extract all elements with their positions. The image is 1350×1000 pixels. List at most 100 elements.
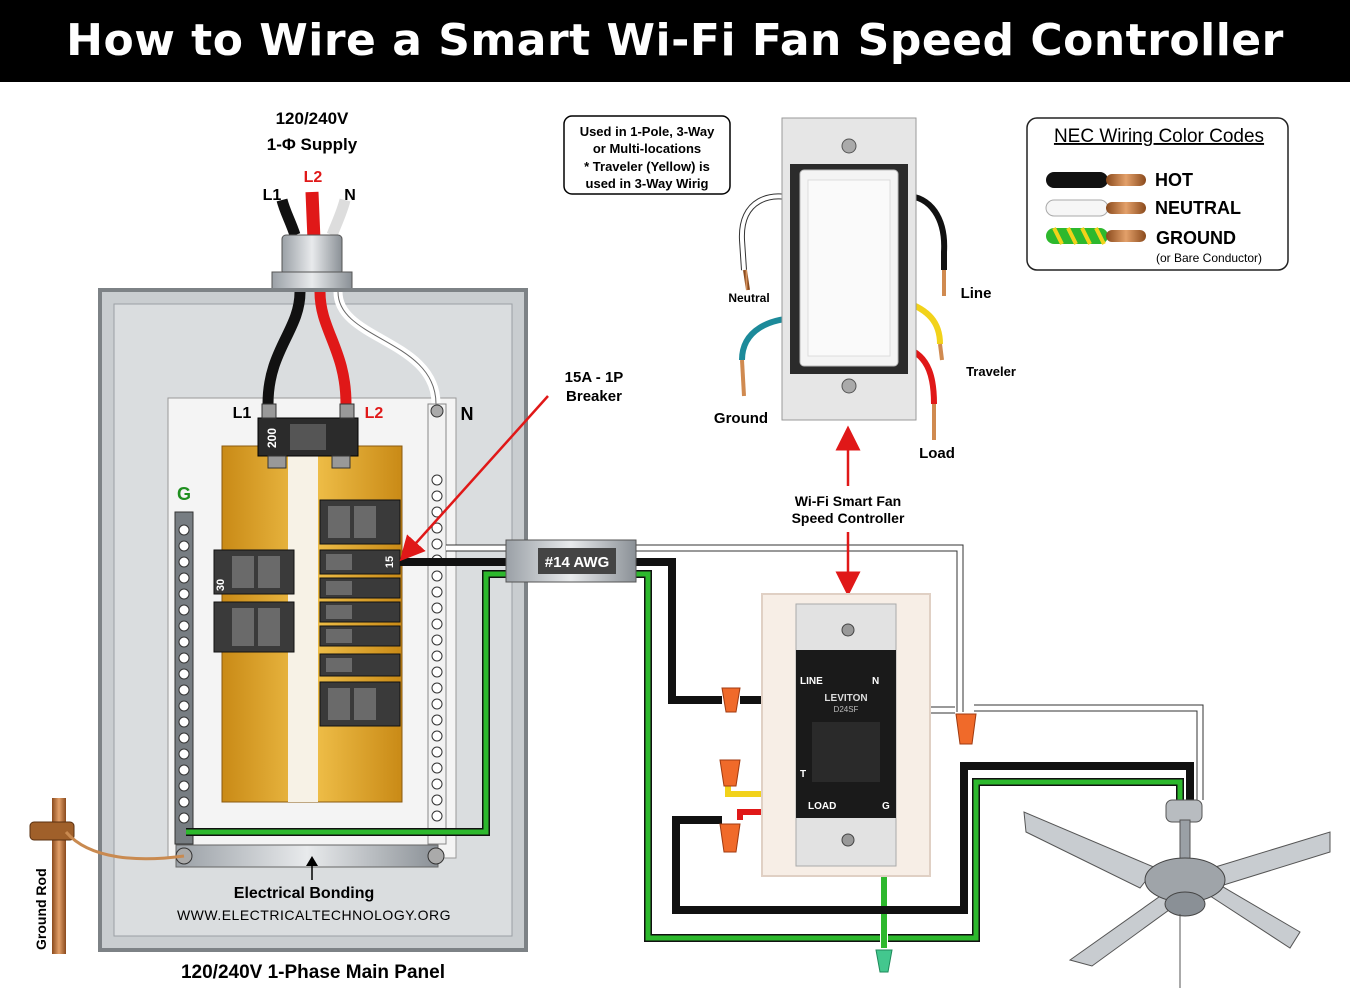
supply-l2-wire [305,191,321,241]
usage-note-box [563,115,731,195]
ground-terminal-screw [178,748,190,760]
wire-nut-load [719,823,741,853]
ground-electrode-conductor [64,831,185,861]
ground-terminal-screw [178,556,190,568]
switch-neutral-label: Neutral [728,291,769,305]
neutral-terminal-screw [431,570,443,582]
device-g-terminal: G [882,801,890,812]
supply-voltage: 120/240V [276,109,349,128]
note-line2: or Multi-locations [593,141,701,156]
legend-neutral-wire [1045,199,1109,217]
cable-label: #14 AWG [545,554,609,571]
wire-nut-line [721,687,741,713]
legend-title: NEC Wiring Color Codes [1054,126,1264,147]
fan-load-wire [672,762,1194,914]
usage-note: Used in 1-Pole, 3-Way or Multi-locations… [563,115,731,195]
wire-nut-neutral [955,713,977,745]
fan-ground-wire [888,779,1183,941]
breaker-30a-rating: 30 [215,579,227,591]
switch-line-label: Line [961,285,992,302]
neutral-bar-screws [431,474,443,822]
ground-rod: Ground Rod [29,798,185,954]
panel-l2-label: L2 [365,405,384,422]
supply-l1-label: L1 [263,187,282,204]
legend-ground-label: GROUND [1156,228,1236,248]
controller-wall-box: LEVITON D24SF LINE N T LOAD G [761,593,931,877]
neutral-terminal-screw [431,762,443,774]
neutral-terminal-screw [431,490,443,502]
neutral-terminal-screw [431,682,443,694]
ground-terminal-screw [178,780,190,792]
wire-nut-traveler [719,759,741,787]
controller-label-line2: Speed Controller [792,510,905,526]
ground-terminal-screw [178,636,190,648]
color-code-legend: NEC Wiring Color Codes HOT NEUTRAL GROUN… [1026,117,1289,271]
panel-l1-wire [262,291,306,405]
ground-terminal-screw [178,700,190,712]
ground-terminal-screw [178,620,190,632]
website-label: WWW.ELECTRICALTECHNOLOGY.ORG [177,907,451,923]
neutral-terminal-screw [431,474,443,486]
supply-n-label: N [344,187,356,204]
main-breaker-rating: 200 [265,428,279,448]
legend-neutral-label: NEUTRAL [1155,198,1241,218]
bonding-label: Electrical Bonding [234,885,374,902]
conduit-fitting [281,234,343,276]
legend-hot-label: HOT [1155,170,1193,190]
ground-bar-screws [178,524,190,824]
switch-load-label: Load [919,445,955,462]
breaker-callout-arrow [399,395,549,562]
legend-ground-note: (or Bare Conductor) [1156,251,1262,265]
neutral-terminal-screw [431,586,443,598]
note-line4: used in 3-Way Wirig [586,176,709,191]
ceiling-fan [1023,799,1331,988]
neutral-terminal-screw [431,730,443,742]
device-t-terminal: T [800,769,806,780]
ground-terminal-screw [178,604,190,616]
panel-caption: 120/240V 1-Phase Main Panel [181,962,445,983]
neutral-terminal-screw [431,810,443,822]
breaker-stack: 15 30 [213,499,401,727]
legend-hot-wire [1046,172,1108,188]
ground-terminal-screw [178,668,190,680]
device-n-terminal: N [872,676,879,687]
device-load-terminal: LOAD [808,801,836,812]
ground-rod-label: Ground Rod [33,868,49,950]
supply-phase: 1-Φ Supply [267,135,358,154]
neutral-terminal-screw [431,522,443,534]
panel-l1-label: L1 [233,405,252,422]
wire-nut-ground [875,949,893,973]
ground-terminal-screw [178,652,190,664]
breaker-callout-line1: 15A - 1P [565,369,624,386]
ground-terminal-screw [178,812,190,824]
ground-terminal-screw [178,524,190,536]
neutral-terminal-screw [431,602,443,614]
supply-l1-wire [276,198,301,237]
ground-clamp [29,821,75,841]
bonding-bar [175,844,439,868]
page-title: How to Wire a Smart Wi-Fi Fan Speed Cont… [0,0,1350,82]
neutral-terminal-screw [431,778,443,790]
fan-blade-1 [1023,811,1157,889]
panel-g-label: G [177,484,191,504]
wiring-diagram: 120/240V 1-Φ Supply L1 L2 N L1 L2 N G [29,109,1331,988]
neutral-terminal-screw [431,714,443,726]
note-line3: * Traveler (Yellow) is [584,159,710,174]
controller-label-line1: Wi-Fi Smart Fan [795,493,901,509]
neutral-terminal-screw [431,634,443,646]
ground-terminal-screw [178,796,190,808]
fan-blade-3 [1068,891,1181,967]
ground-terminal-screw [178,540,190,552]
switch-device-view: Neutral Line Traveler Ground Load Wi-Fi … [714,117,1016,597]
fan-downrod [1179,819,1191,861]
neutral-terminal-screw [431,794,443,806]
switch-ground-label: Ground [714,410,768,427]
supply-n-wire [326,198,351,238]
ground-terminal-screw [178,588,190,600]
device-model: D24SF [834,705,859,714]
ground-rod-body [52,798,66,954]
note-line1: Used in 1-Pole, 3-Way [580,124,715,139]
fan-light-cap [1164,891,1206,917]
device-brand: LEVITON [824,693,867,704]
neutral-terminal-screw [431,506,443,518]
